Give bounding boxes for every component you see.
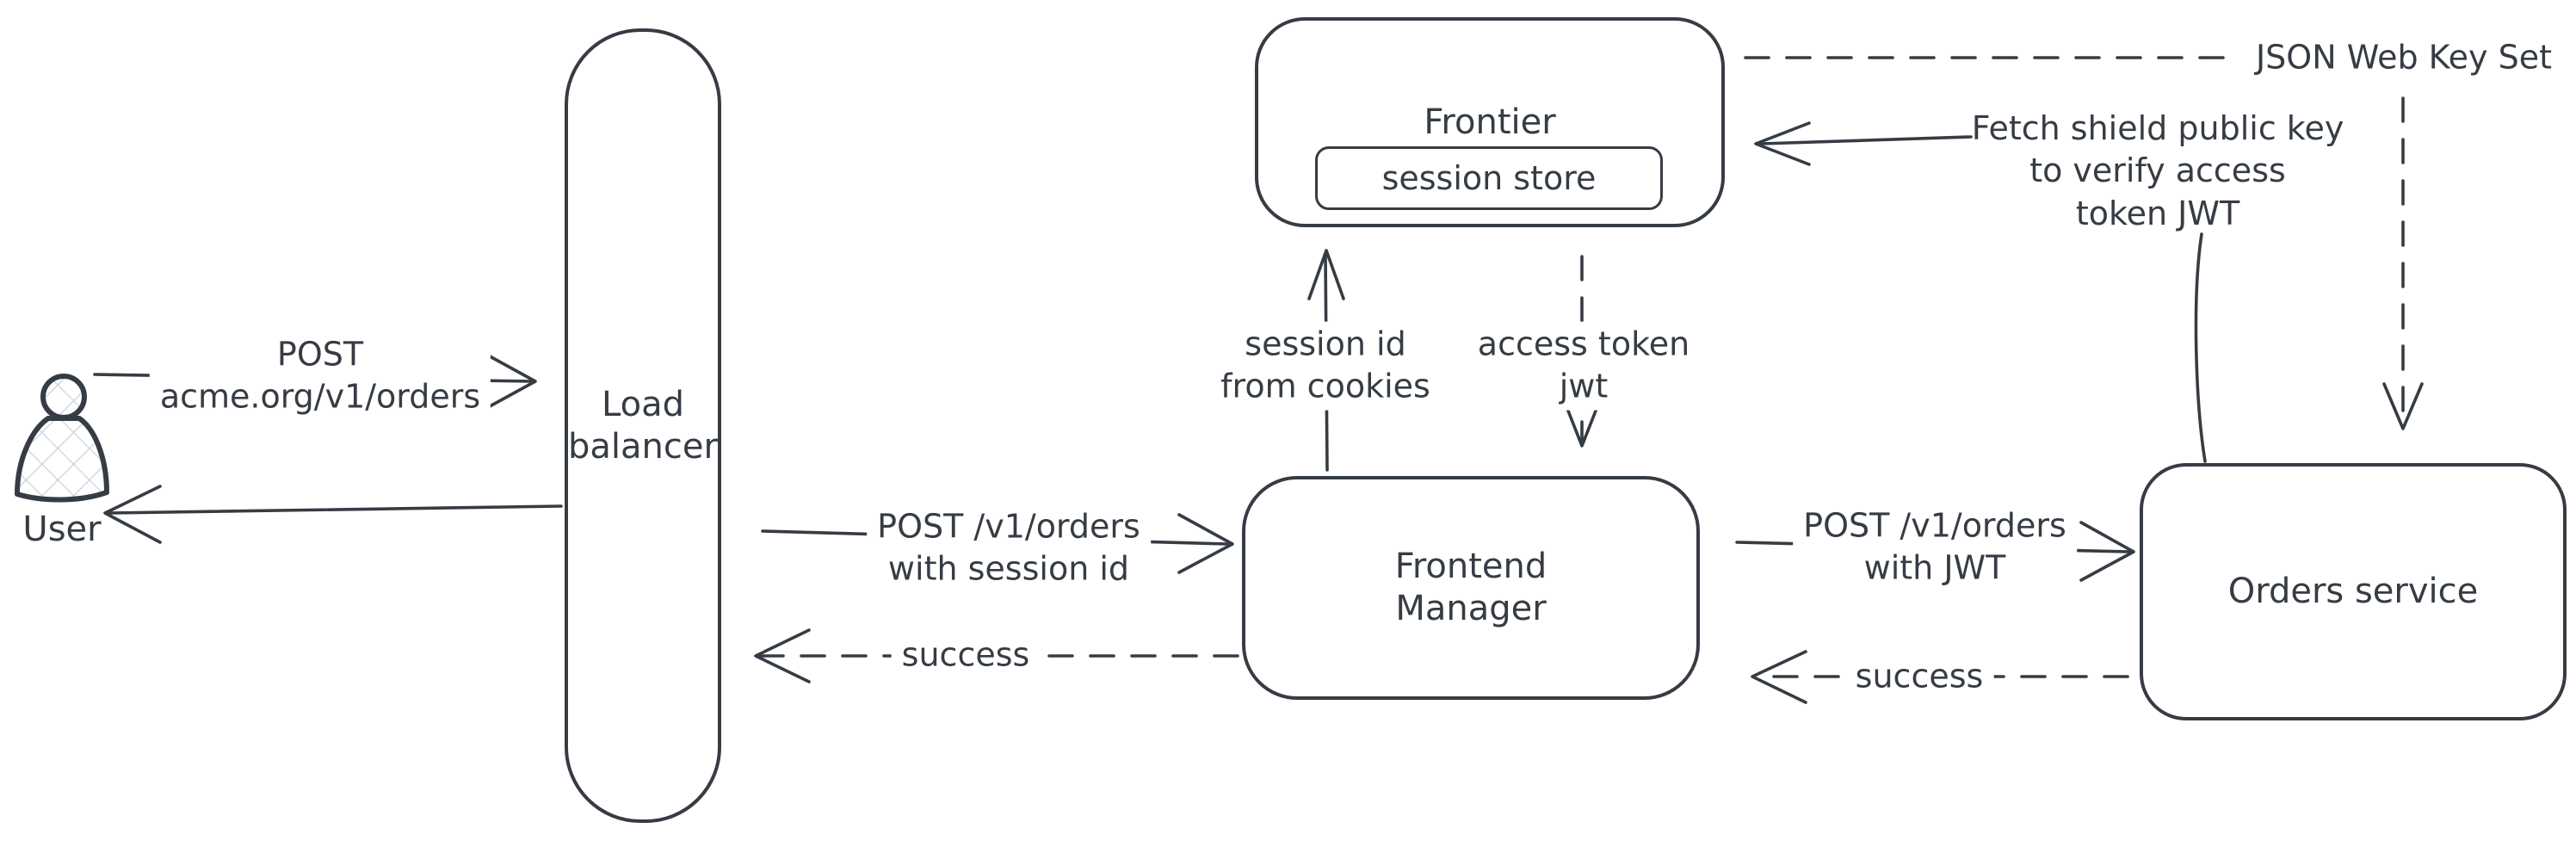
arrow-frontend-manager-to-load-balancer [754,628,1239,683]
node-session-store: session store [1315,146,1663,210]
node-frontend-manager-label: Frontend Manager [1394,547,1547,628]
edge-label-access-token-jwt: access token jwt [1467,321,1701,411]
user-icon [15,374,109,503]
edge-label-session-id-from-cookies: session id from cookies [1210,321,1441,411]
edge-label-fetch-shield-public-key: Fetch shield public key to verify access… [1971,108,2344,232]
node-orders-service: Orders service [2140,463,2567,720]
node-session-store-label: session store [1381,158,1597,197]
edge-label-post-orders-session-id: POST /v1/orders with session id [867,504,1151,593]
edge-label-success-left: success [891,632,1041,678]
node-orders-service-label: Orders service [2227,572,2479,612]
edge-label-json-web-key-set: JSON Web Key Set [2255,38,2553,77]
edge-label-post-acme-orders: POST acme.org/v1/orders [149,331,491,421]
node-user-label: User [22,510,102,549]
edge-label-post-orders-jwt: POST /v1/orders with JWT [1793,503,2077,592]
node-frontend-manager: Frontend Manager [1242,476,1700,700]
arrow-jwks-to-orders-service [2382,96,2424,430]
edge-label-success-right: success [1844,653,1994,700]
arrow-load-balancer-to-user [103,485,563,544]
node-load-balancer: Load balancer [565,28,721,823]
node-load-balancer-label: Load balancer [568,384,718,467]
arrow-orders-service-to-frontier [1754,121,2207,463]
node-frontier-label: Frontier [1424,102,1556,142]
